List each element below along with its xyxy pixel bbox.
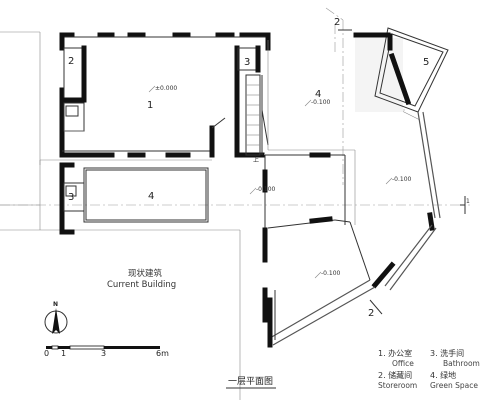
level-text-lower: -0.100 [321,270,341,277]
pavilion-5: 5 [353,27,449,113]
level-mark-right-mid: -0.100 [385,176,412,185]
level-text-office: ±0.000 [155,85,177,92]
room-label-2: 2 [68,56,74,67]
svg-text:Green Space: Green Space [430,381,478,390]
bathroom-top: 3 [237,45,261,73]
level-mark-right-upper: -0.100 [304,99,331,107]
svg-text:3. 洗手间: 3. 洗手间 [430,348,464,358]
room-label-4-left: 4 [148,191,154,202]
svg-text:1. 办公室: 1. 办公室 [378,348,412,358]
svg-text:Storeroom: Storeroom [378,381,417,390]
section-marker-right: 1 [460,196,470,214]
glass-facade-right: -0.100 [371,111,441,291]
section-label-right: 1 [466,198,470,205]
existing-building-label: 现状建筑 Current Building [107,268,176,290]
stair-block: 上 [245,74,269,164]
room-label-3-left: 3 [68,192,74,203]
storeroom-top-left: 2 [61,45,87,103]
room-label-1: 1 [147,100,153,111]
corridor: -0.100 [249,152,346,263]
scale-tick-1: 1 [61,349,66,358]
existing-building-zh: 现状建筑 [128,268,163,279]
lower-left-block: 3 4 [39,159,212,235]
scale-bar: 0 1 3 6m [44,345,169,358]
level-text-right-upper: -0.100 [311,99,331,106]
level-text-corridor: -0.100 [256,186,276,193]
existing-building-en: Current Building [107,280,176,290]
svg-text:4. 绿地: 4. 绿地 [430,370,456,380]
svg-text:2. 储藏间: 2. 储藏间 [378,370,412,380]
level-mark-corridor: -0.100 [249,186,276,195]
section-label-top: 2 [334,17,340,28]
svg-text:Bathroom: Bathroom [443,359,480,368]
legend-item-bathroom: 3. 洗手间 Bathroom [430,348,480,368]
section-marker-bottom: 2 [368,299,383,319]
wc-small-top-left [63,102,85,132]
legend: 1. 办公室 Office 3. 洗手间 Bathroom 2. 储藏间 Sto… [378,348,480,390]
level-mark-lower: -0.100 [314,270,341,279]
level-mark-office: ±0.000 [148,85,177,93]
room-label-4-right: 4 [315,89,321,100]
section-marker-top: 2 [334,17,352,31]
legend-item-office: 1. 办公室 Office [378,348,414,368]
legend-item-green-space: 4. 绿地 Green Space [430,370,478,390]
axis-lines [0,7,470,206]
north-arrow-icon [52,308,60,334]
level-text-right-mid: -0.100 [392,176,412,183]
office-block [59,32,271,158]
legend-item-storeroom: 2. 储藏间 Storeroom [378,370,417,390]
room-label-3-top: 3 [244,57,250,68]
site-context-lines [0,31,241,400]
scale-tick-6m: 6m [156,349,169,358]
lower-courtyard: -0.100 [262,219,376,348]
stair-up-label: 上 [253,156,259,164]
room-label-5: 5 [423,57,429,68]
section-label-bottom: 2 [368,308,374,319]
drawing-title: 一层平面图 [226,376,276,389]
scale-tick-3: 3 [101,349,106,358]
svg-text:Office: Office [392,359,414,368]
drawing-title-text: 一层平面图 [228,376,273,387]
north-label: N [53,301,58,308]
north-arrow: N [44,301,68,334]
scale-tick-0: 0 [44,349,49,358]
